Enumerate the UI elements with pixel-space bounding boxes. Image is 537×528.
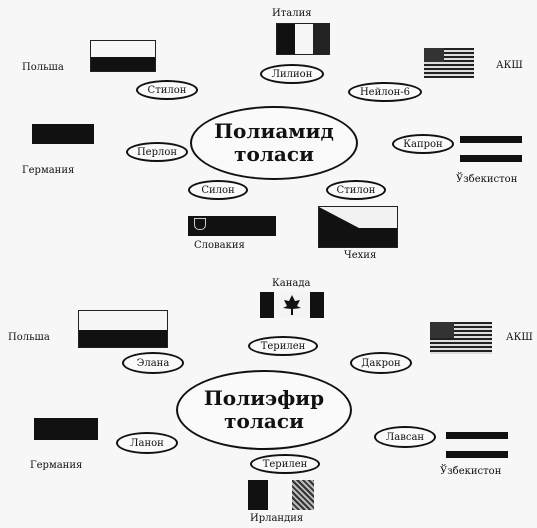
- czech-flag-icon: [318, 206, 398, 248]
- country-poland-label: Польша: [22, 62, 64, 73]
- country-germany-label-bottom: Германия: [30, 460, 83, 471]
- germany-flag-icon: [32, 124, 94, 144]
- maple-leaf-icon: [283, 295, 301, 315]
- ireland-flag-icon: [248, 480, 314, 510]
- polyester-title: Полиэфир: [203, 386, 325, 410]
- uzbekistan-flag-icon-bottom: [446, 432, 508, 460]
- fiber-kapron: Капрон: [392, 134, 454, 154]
- country-poland-label-bottom: Польша: [8, 332, 50, 343]
- fiber-terilen-bottom: Терилен: [250, 454, 320, 474]
- fiber-stilon-top: Стилон: [136, 80, 198, 100]
- fiber-stilon-bottom: Стилон: [326, 180, 386, 200]
- usa-flag-icon-bottom: [430, 322, 492, 354]
- polyester-center-oval: Полиэфир толаси: [176, 370, 352, 450]
- country-czech-label: Чехия: [344, 250, 377, 261]
- polyamide-center-oval: Полиамид толаси: [190, 106, 358, 180]
- fiber-neylon6: Нейлон-6: [348, 82, 422, 102]
- poland-flag-icon: [90, 40, 156, 72]
- country-usa-label: АКШ: [496, 60, 523, 71]
- italy-flag-icon: [276, 23, 330, 55]
- fiber-lanon: Ланон: [116, 432, 178, 454]
- polyamide-subtitle: толаси: [234, 142, 314, 166]
- slovakia-flag-icon: [188, 216, 276, 236]
- fiber-lilion: Лилион: [260, 64, 324, 84]
- country-italy-label: Италия: [272, 8, 312, 19]
- uzbekistan-flag-icon: [460, 136, 522, 164]
- fiber-perlon: Перлон: [126, 142, 188, 162]
- country-uzbekistan-label-bottom: Ўзбекистон: [440, 466, 502, 477]
- country-uzbekistan-label: Ўзбекистон: [456, 174, 518, 185]
- germany-flag-icon-bottom: [34, 418, 98, 440]
- polyamide-title: Полиамид: [214, 119, 334, 143]
- usa-flag-icon: [424, 48, 474, 78]
- fiber-silon: Силон: [188, 180, 248, 200]
- fiber-elana: Элана: [122, 352, 184, 374]
- country-slovakia-label: Словакия: [194, 240, 245, 251]
- polyester-subtitle: толаси: [224, 409, 304, 433]
- fiber-lavsan: Лавсан: [374, 426, 436, 448]
- country-germany-label: Германия: [22, 165, 75, 176]
- country-ireland-label: Ирландия: [250, 513, 304, 524]
- country-canada-label: Канада: [272, 278, 311, 289]
- country-usa-label-bottom: АКШ: [506, 332, 533, 343]
- poland-flag-icon-bottom: [78, 310, 168, 348]
- fiber-dakron: Дакрон: [350, 352, 412, 374]
- fiber-terilen-top: Терилен: [248, 336, 318, 356]
- canada-flag-icon: [260, 292, 324, 318]
